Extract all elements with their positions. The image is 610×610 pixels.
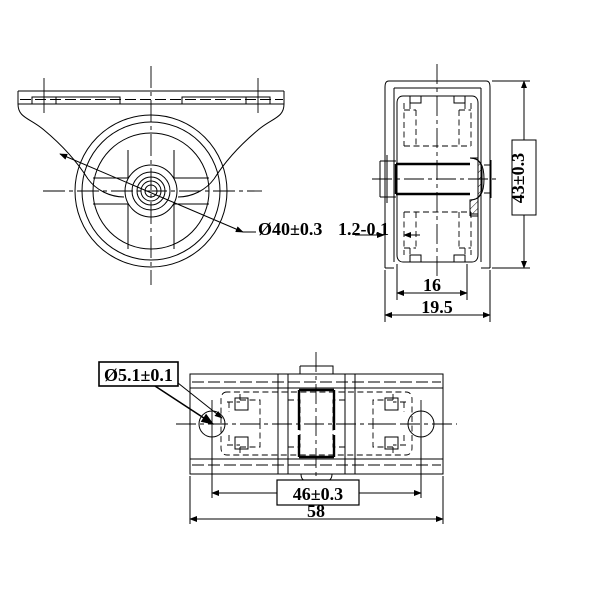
plan-wheel-hidden <box>297 388 336 459</box>
plate-length-dimension <box>189 476 444 524</box>
inner-width-label: 16 <box>423 275 441 295</box>
front-plate-hole-centerlines <box>43 78 259 113</box>
hole-spacing-dimension <box>211 438 422 506</box>
plan-center-tab <box>299 365 334 374</box>
front-view-centerlines <box>43 66 262 285</box>
hole-diameter-label: Ø5.1±0.1 <box>104 365 173 385</box>
plate-length-label: 58 <box>307 501 325 521</box>
plate-thickness-label: 1.2-0.1 <box>338 219 389 239</box>
plan-plate-fold-lines <box>192 381 441 466</box>
plan-bracket-hidden-outline <box>220 391 413 456</box>
thickness-dimension <box>355 228 420 242</box>
wheel-diameter-label: Ø40±0.3 <box>258 219 322 239</box>
inner-width-dimension <box>396 264 468 300</box>
plan-inner-steps <box>234 397 399 450</box>
hole-callout-leader-2 <box>154 385 215 425</box>
plan-plate-outline <box>189 373 444 475</box>
outer-width-label: 19.5 <box>421 297 453 317</box>
plan-view-centerlines <box>176 352 457 492</box>
wheel-diameter-leader <box>59 153 256 233</box>
side-view-centerlines <box>372 64 500 276</box>
overall-height-label: 43±0.3 <box>508 153 528 203</box>
plan-plate-edge-lines <box>190 387 443 460</box>
side-bracket-shell <box>384 80 491 269</box>
hole-spacing-label: 46±0.3 <box>293 484 343 504</box>
front-elevation-view <box>17 66 285 285</box>
side-hub-steps <box>409 96 466 262</box>
hole-callout <box>98 361 223 419</box>
dimension-text-layer: Ø40±0.3 1.2-0.1 43±0.3 16 19.5 Ø5.1±0.1 … <box>104 153 528 521</box>
side-wheel-body <box>396 95 479 263</box>
bottom-plan-view <box>98 352 457 524</box>
outer-width-dimension <box>384 270 491 322</box>
height-dimension <box>492 80 537 269</box>
side-elevation-view <box>355 64 537 322</box>
